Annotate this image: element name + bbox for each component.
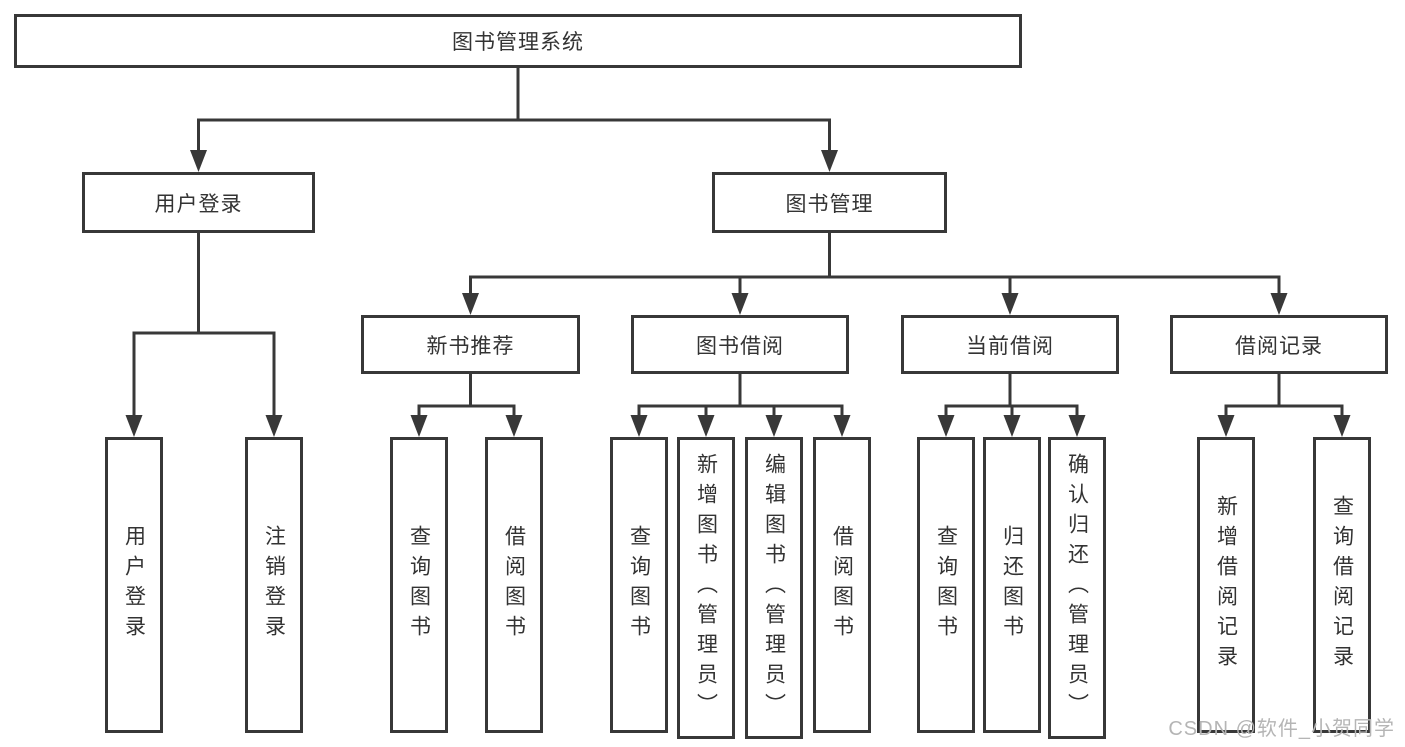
node-leaf-borrow-book-1: 借阅图书	[485, 437, 543, 733]
node-label: 查询图书	[934, 525, 958, 645]
arrowhead-icon	[505, 415, 523, 437]
node-book-mgmt: 图书管理	[712, 172, 947, 233]
node-label: 查询图书	[407, 525, 431, 645]
arrowhead-icon	[1217, 415, 1235, 437]
arrowhead-icon	[1068, 415, 1086, 437]
node-borrow-record: 借阅记录	[1170, 315, 1388, 374]
node-leaf-confirm-return: 确认归还（管理员）	[1048, 437, 1106, 739]
node-leaf-return-book: 归还图书	[983, 437, 1041, 733]
node-leaf-add-book: 新增图书（管理员）	[677, 437, 735, 739]
arrowhead-icon	[462, 293, 479, 315]
node-leaf-query-book-3: 查询图书	[917, 437, 975, 733]
node-label: 借阅图书	[502, 525, 526, 645]
arrowhead-icon	[265, 415, 283, 437]
node-label: 借阅记录	[1235, 334, 1323, 358]
arrowhead-icon	[1333, 415, 1351, 437]
node-label: 用户登录	[122, 525, 146, 645]
node-label: 确认归还（管理员）	[1065, 453, 1089, 723]
node-label: 查询借阅记录	[1330, 495, 1354, 675]
node-user-login: 用户登录	[82, 172, 315, 233]
node-leaf-logout: 注销登录	[245, 437, 303, 733]
node-label: 注销登录	[262, 525, 286, 645]
watermark: CSDN @软件_小贺同学	[1168, 718, 1395, 740]
arrowhead-icon	[630, 415, 648, 437]
node-label: 当前借阅	[966, 334, 1054, 358]
node-root: 图书管理系统	[14, 14, 1022, 68]
node-leaf-edit-book: 编辑图书（管理员）	[745, 437, 803, 739]
node-label: 新书推荐	[426, 334, 515, 358]
arrowhead-icon	[821, 150, 838, 172]
arrowhead-icon	[410, 415, 428, 437]
node-leaf-query-book-2: 查询图书	[610, 437, 668, 733]
arrowhead-icon	[190, 150, 207, 172]
arrowhead-icon	[731, 293, 749, 315]
arrowhead-icon	[765, 415, 783, 437]
node-leaf-borrow-book-2: 借阅图书	[813, 437, 871, 733]
node-leaf-add-borrow-record: 新增借阅记录	[1197, 437, 1255, 733]
node-label: 新增借阅记录	[1214, 495, 1238, 675]
node-label: 图书借阅	[696, 334, 784, 358]
node-label: 用户登录	[154, 192, 243, 216]
arrowhead-icon	[1003, 415, 1021, 437]
node-new-book-rec: 新书推荐	[361, 315, 580, 374]
node-label: 归还图书	[1000, 525, 1024, 645]
node-leaf-query-book-1: 查询图书	[390, 437, 448, 733]
node-leaf-user-login: 用户登录	[105, 437, 163, 733]
arrowhead-icon	[937, 415, 955, 437]
node-label: 图书管理	[785, 192, 874, 216]
arrowhead-icon	[125, 415, 143, 437]
arrowhead-icon	[833, 415, 851, 437]
node-label: 借阅图书	[830, 525, 854, 645]
node-book-borrow: 图书借阅	[631, 315, 849, 374]
node-current-borrow: 当前借阅	[901, 315, 1119, 374]
arrowhead-icon	[697, 415, 715, 437]
node-label: 新增图书（管理员）	[694, 453, 718, 723]
node-label: 编辑图书（管理员）	[762, 453, 786, 723]
node-label: 查询图书	[627, 525, 651, 645]
arrowhead-icon	[1001, 293, 1019, 315]
arrowhead-icon	[1270, 293, 1288, 315]
node-leaf-query-borrow-record: 查询借阅记录	[1313, 437, 1371, 733]
node-label: 图书管理系统	[452, 31, 584, 54]
